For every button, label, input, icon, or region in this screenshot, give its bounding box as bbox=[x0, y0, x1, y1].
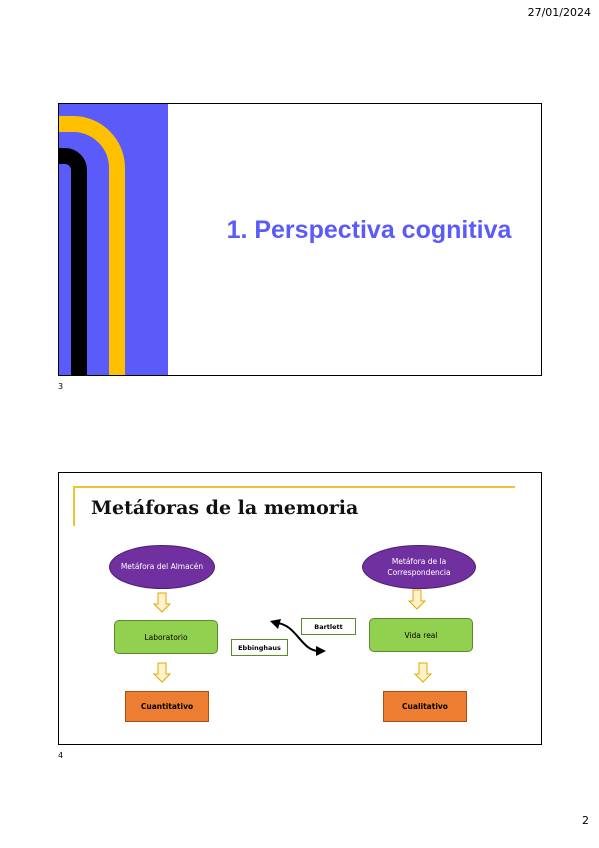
method-laboratory-box: Laboratorio bbox=[114, 620, 218, 654]
result-quantitative-box: Cuantitativo bbox=[125, 691, 209, 722]
author-ebbinghaus-label: Ebbinghaus bbox=[231, 639, 288, 656]
title-vertical-rule bbox=[73, 486, 75, 526]
slide-memory-metaphors: Metáforas de la memoria Metáfora del Alm… bbox=[58, 472, 542, 745]
metaphor-correspondence-oval: Metáfora de la Correspondencia bbox=[362, 545, 476, 589]
diagram-arrows bbox=[152, 589, 433, 683]
author-bartlett-label: Bartlett bbox=[301, 618, 356, 635]
slide-title: Metáforas de la memoria bbox=[91, 497, 359, 519]
page-date: 27/01/2024 bbox=[527, 6, 591, 19]
decorative-arcs bbox=[59, 116, 125, 375]
down-arrow-icon bbox=[152, 589, 433, 683]
metaphor-storage-oval: Metáfora del Almacén bbox=[109, 545, 215, 589]
slide-number: 4 bbox=[58, 751, 64, 760]
slide-number: 3 bbox=[58, 382, 64, 391]
method-real-life-box: Vida real bbox=[369, 618, 473, 652]
result-qualitative-box: Cualitativo bbox=[383, 691, 467, 722]
double-arrow-icon bbox=[270, 619, 326, 656]
page-number: 2 bbox=[582, 814, 589, 827]
slide-title: 1. Perspectiva cognitiva bbox=[226, 216, 512, 244]
slide-title-cognitive: 1. Perspectiva cognitiva bbox=[58, 103, 542, 376]
title-rule bbox=[73, 486, 515, 488]
